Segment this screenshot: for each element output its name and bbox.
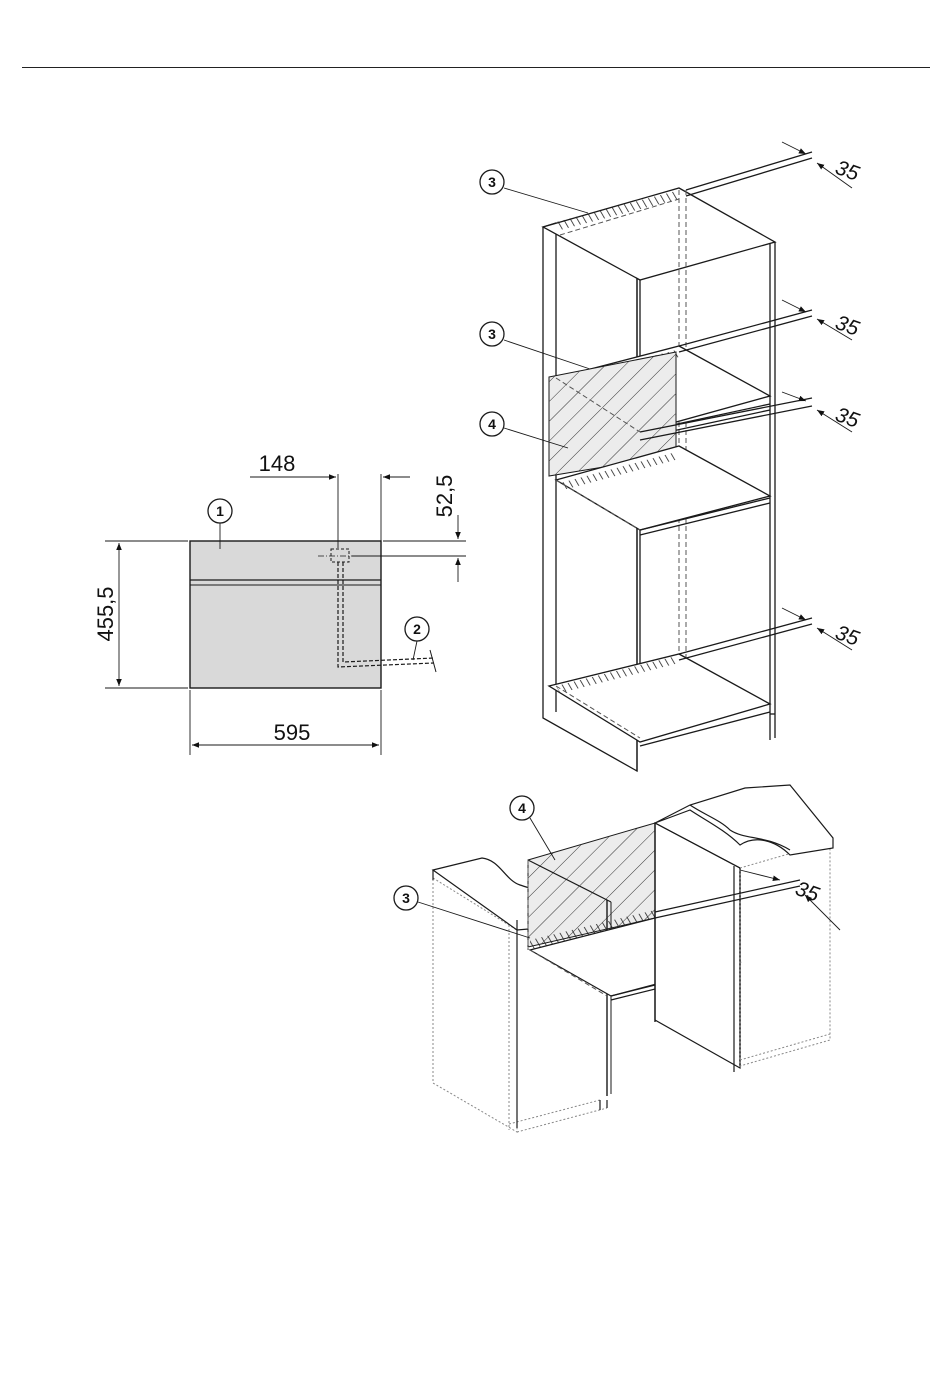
callout-3-mid-label: 3 (488, 326, 496, 342)
callout-4-label: 4 (488, 416, 496, 432)
callout-2-label: 2 (413, 621, 421, 637)
gap-dimension-1: 35 (832, 156, 862, 186)
callout-1-label: 1 (216, 503, 224, 519)
base-callout-3-label: 3 (402, 890, 410, 906)
callout-3-top-label: 3 (488, 174, 496, 190)
gap-dimension-3: 35 (832, 403, 862, 433)
base-gap-dimension: 35 (792, 877, 822, 907)
base-callout-4-label: 4 (518, 800, 526, 816)
right-base-cabinet (655, 823, 740, 1068)
appliance-front (190, 541, 381, 688)
horizontal-offset-dimension: 148 (259, 451, 296, 476)
vertical-offset-dimension: 52,5 (432, 475, 457, 518)
tall-unit (543, 152, 812, 771)
gap-dimension-2: 35 (832, 311, 862, 341)
width-dimension: 595 (274, 720, 311, 745)
base-unit (433, 785, 840, 1132)
height-dimension: 455,5 (93, 586, 118, 641)
front-view: 595 455,5 148 52,5 1 2 (93, 451, 466, 755)
gap-dimension-4: 35 (832, 621, 862, 651)
